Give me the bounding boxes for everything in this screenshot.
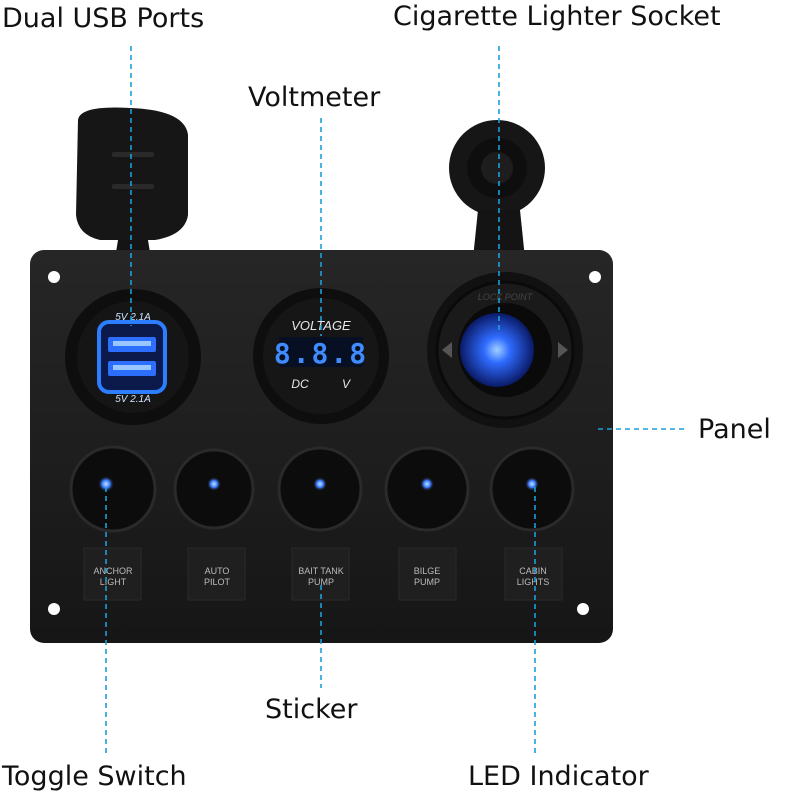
usb-socket: 5V 2.1A 5V 2.1A — [65, 289, 201, 425]
sticker-line2: PILOT — [204, 577, 231, 587]
voltmeter-dc: DC — [291, 377, 309, 391]
sticker-line1: AUTO — [205, 566, 230, 576]
sticker-line2: PUMP — [414, 577, 440, 587]
sticker-line2: PUMP — [308, 577, 334, 587]
mounting-holes — [48, 271, 601, 615]
lighter-socket: LOCK POINT — [427, 272, 583, 428]
led-indicator-bilge-pump — [420, 477, 434, 491]
toggle-switch-label: Toggle Switch — [2, 761, 187, 792]
sticker-line1: BILGE — [414, 566, 441, 576]
voltmeter-unit: V — [342, 377, 351, 391]
sticker-line2: LIGHT — [100, 577, 127, 587]
sticker-line1: CABIN — [519, 566, 547, 576]
usb-cap — [76, 107, 188, 265]
lighter-ring-text: LOCK POINT — [478, 292, 534, 302]
usb-top-rating: 5V 2.1A — [115, 312, 151, 323]
led-indicator-anchor-light — [98, 476, 114, 492]
led-indicator-label: LED Indicator — [468, 761, 649, 792]
usb-bottom-rating: 5V 2.1A — [115, 394, 151, 405]
lighter-cap — [449, 120, 545, 268]
dual-usb-ports-label: Dual USB Ports — [2, 3, 205, 34]
led-indicator-auto-pilot — [207, 477, 221, 491]
sticker-line1: BAIT TANK — [298, 566, 344, 576]
sticker-line2: LIGHTS — [517, 577, 550, 587]
cigarette-lighter-socket-label: Cigarette Lighter Socket — [393, 1, 721, 32]
voltmeter-label: Voltmeter — [248, 82, 381, 113]
led-indicator-bait-tank-pump — [313, 477, 327, 491]
sticker-label: Sticker — [265, 694, 358, 725]
toggle-switches — [69, 445, 575, 533]
panel-label: Panel — [698, 414, 771, 445]
stickers: ANCHOR LIGHT AUTO PILOT BAIT TANK PUMP B… — [83, 547, 563, 601]
toggle-switch-anchor-light[interactable] — [69, 445, 157, 533]
voltmeter: VOLTAGE 8.8.8 DC V — [253, 288, 389, 424]
voltmeter-reading: 8.8.8 — [274, 337, 368, 370]
sticker-line1: ANCHOR — [93, 566, 133, 576]
led-indicator-cabin-lights — [525, 477, 539, 491]
callout-lines — [105, 46, 688, 755]
